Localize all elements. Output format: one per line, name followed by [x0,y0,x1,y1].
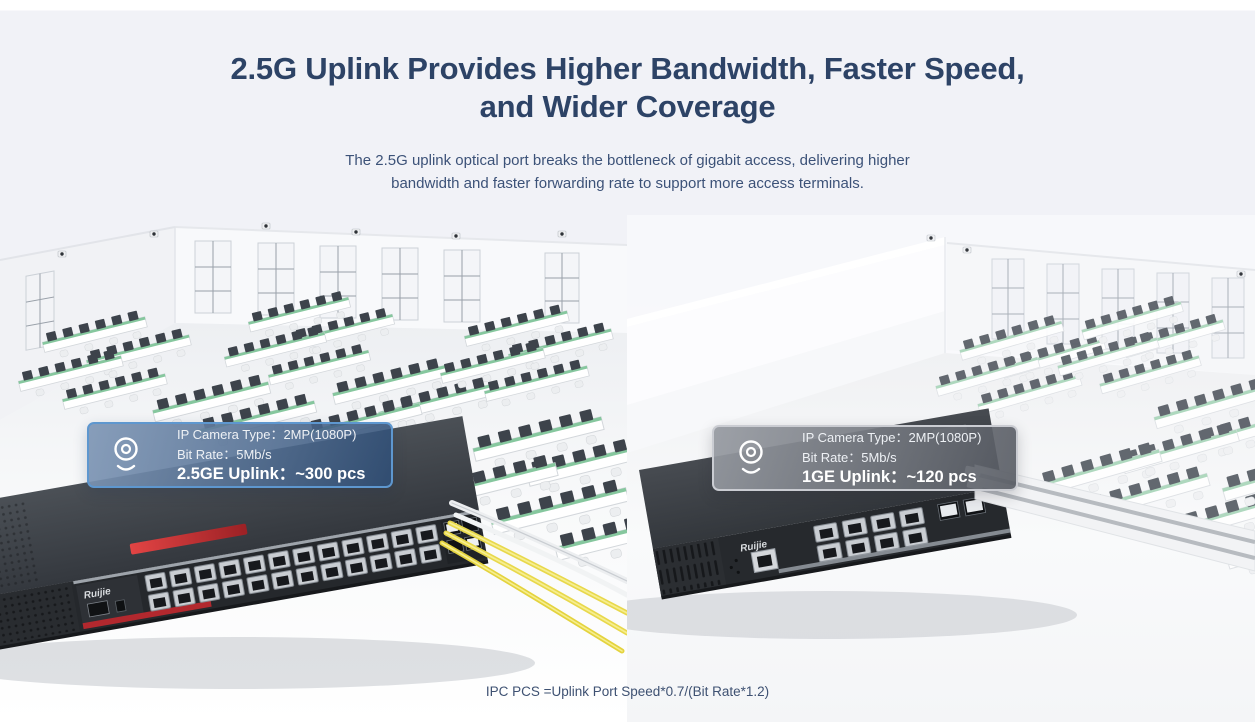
comparison-scenes: Ruijie [0,215,1255,722]
ip-camera-icon [734,439,768,477]
ip-camera-icon [109,436,143,474]
uplink-info-card-2-5ge: IP Camera Type：2MP(1080P) Bit Rate：5Mb/s… [87,422,393,488]
section-title-line2: and Wider Coverage [479,89,776,124]
switch-shadow-right [627,591,1077,639]
ip-camera-type-text: IP Camera Type：2MP(1080P) [802,430,982,446]
switch-shadow-left [0,637,535,689]
windows-left [25,240,580,351]
office-scene-2-5ge: Ruijie [0,215,627,722]
switch-brand-left: Ruijie [83,586,112,602]
section-subtitle: The 2.5G uplink optical port breaks the … [0,149,1255,195]
copper-cables [964,464,1255,572]
section-subtitle-line2: bandwidth and faster forwarding rate to … [391,175,864,192]
uplink-capacity-text: 2.5GE Uplink：~300 pcs [177,465,366,484]
bit-rate-text: Bit Rate：5Mb/s [802,449,897,465]
uplink-info-card-1ge: IP Camera Type：2MP(1080P) Bit Rate：5Mb/s… [712,425,1018,491]
ip-camera-type-text: IP Camera Type：2MP(1080P) [177,427,357,443]
section-subtitle-line1: The 2.5G uplink optical port breaks the … [345,152,910,169]
uplink-capacity-text: 1GE Uplink：~120 pcs [802,468,977,487]
ipc-formula-footnote: IPC PCS =Uplink Port Speed*0.7/(Bit Rate… [485,684,770,699]
bit-rate-text: Bit Rate：5Mb/s [177,446,272,462]
office-scene-1ge: Ruijie [627,215,1255,722]
fiber-cables [439,500,627,654]
section-title-line1: 2.5G Uplink Provides Higher Bandwidth, F… [230,51,1025,86]
section-title: 2.5G Uplink Provides Higher Bandwidth, F… [0,50,1255,126]
